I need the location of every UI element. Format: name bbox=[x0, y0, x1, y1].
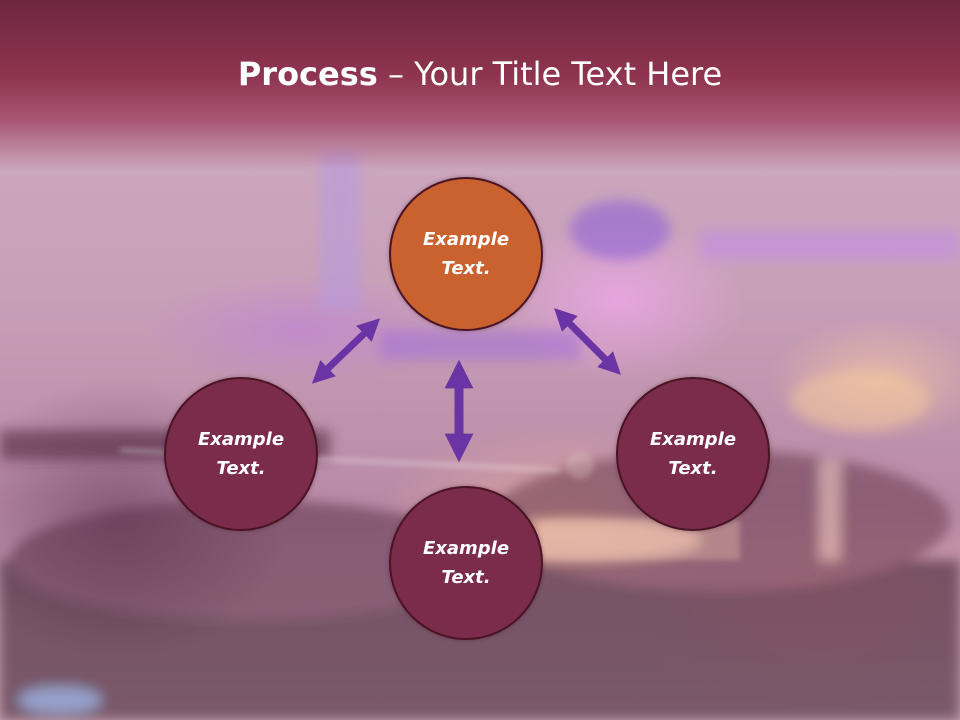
title-rest: – Your Title Text Here bbox=[377, 55, 723, 93]
arrow-top-left bbox=[311, 318, 381, 384]
node-text-line2: Text. bbox=[441, 567, 491, 588]
title-bold: Process bbox=[237, 55, 378, 93]
node-text-line1: Example bbox=[197, 429, 285, 450]
slide-title: Process – Your Title Text Here bbox=[0, 52, 960, 96]
node-text-line2: Text. bbox=[441, 258, 491, 279]
arrow-top-right bbox=[554, 308, 621, 375]
node-text-line2: Text. bbox=[668, 458, 718, 479]
node-text-line1: Example bbox=[422, 229, 510, 250]
node-text-line2: Text. bbox=[216, 458, 266, 479]
title-bar bbox=[0, 0, 960, 170]
node-text-line1: Example bbox=[649, 429, 737, 450]
node-text-line1: Example bbox=[422, 538, 510, 559]
